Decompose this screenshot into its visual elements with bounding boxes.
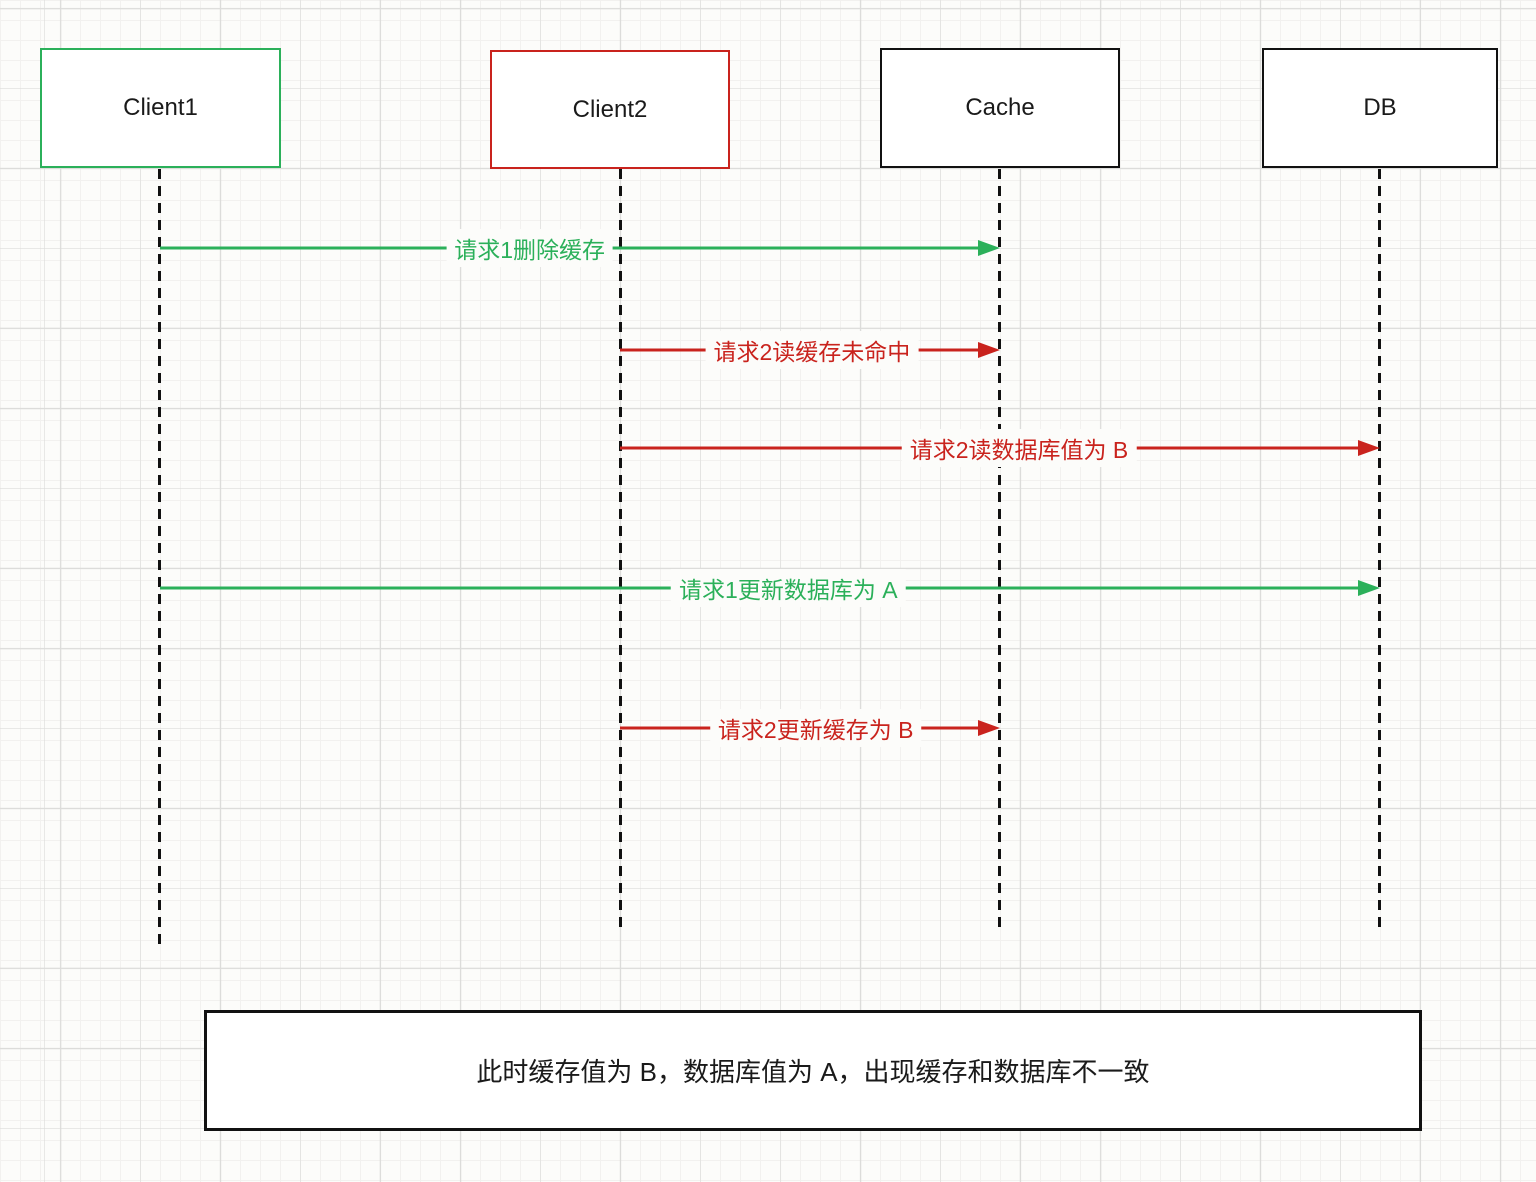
lifeline-db	[1378, 169, 1381, 928]
lifeline-cache	[998, 169, 1001, 930]
arrowhead-icon	[978, 720, 1000, 736]
arrowhead-icon	[1358, 440, 1380, 456]
actor-label-client1: Client1	[123, 94, 198, 121]
actor-label-db: DB	[1363, 94, 1397, 121]
note-box: 此时缓存值为 B，数据库值为 A，出现缓存和数据库不一致	[204, 1010, 1422, 1131]
message-arrow-2: 请求2读缓存未命中	[620, 331, 1000, 369]
note-text: 此时缓存值为 B，数据库值为 A，出现缓存和数据库不一致	[476, 1057, 1150, 1087]
arrowhead-icon	[978, 240, 1000, 256]
message-arrow-1: 请求1删除缓存	[160, 229, 1000, 267]
actor-box-client2: Client2	[490, 50, 730, 169]
actor-label-client2: Client2	[572, 95, 648, 123]
message-label-5: 请求2更新缓存为 B	[709, 709, 922, 747]
actor-box-db: DB	[1262, 48, 1498, 168]
message-arrow-5: 请求2更新缓存为 B	[620, 709, 1000, 747]
message-label-4: 请求1更新数据库为 A	[671, 569, 906, 607]
arrowhead-icon	[978, 342, 1000, 358]
lifeline-client1	[158, 169, 161, 948]
message-arrow-3: 请求2读数据库值为 B	[620, 429, 1380, 467]
actor-label-cache: Cache	[965, 94, 1035, 121]
actor-box-cache: Cache	[880, 48, 1120, 168]
message-label-1: 请求1删除缓存	[446, 229, 613, 267]
message-label-3: 请求2读数据库值为 B	[901, 429, 1137, 467]
lifeline-client2	[619, 169, 622, 930]
message-arrow-4: 请求1更新数据库为 A	[160, 569, 1380, 607]
actor-box-client1: Client1	[40, 48, 281, 168]
arrowhead-icon	[1358, 580, 1380, 596]
message-label-2: 请求2读缓存未命中	[705, 331, 919, 369]
